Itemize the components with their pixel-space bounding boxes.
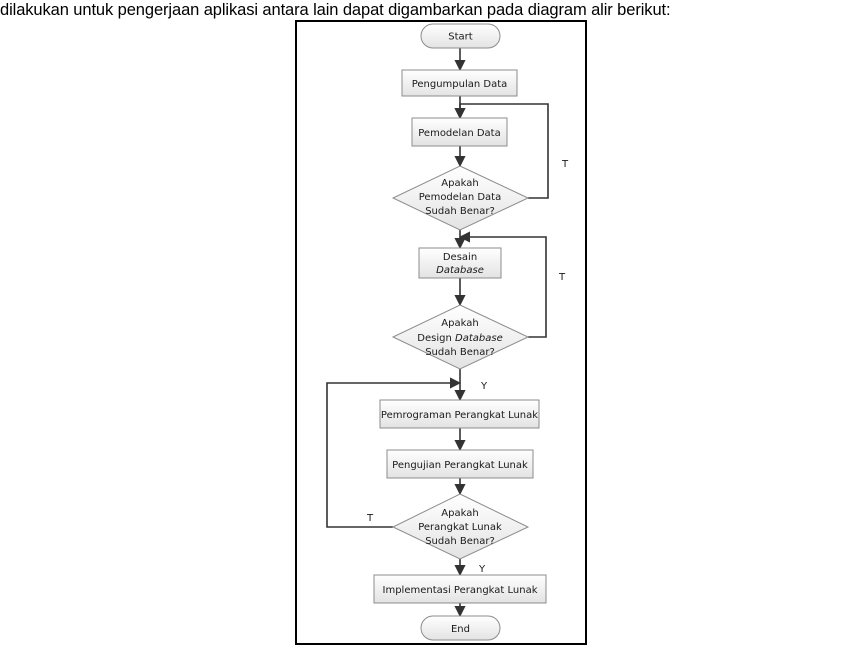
dec2-line2a: Design bbox=[417, 333, 455, 344]
dec1-line2: Pemodelan Data bbox=[419, 192, 502, 203]
process-pemodelan-data: Pemodelan Data bbox=[411, 117, 508, 147]
dec2-line2b: Database bbox=[455, 333, 503, 344]
label-dec2-yes: Y bbox=[480, 381, 488, 392]
pengumpulan-label: Pengumpulan Data bbox=[412, 79, 508, 90]
process-pengumpulan-data: Pengumpulan Data bbox=[401, 69, 518, 97]
process-pemrograman: Pemrograman Perangkat Lunak bbox=[379, 399, 540, 429]
decision-pemodelan: Apakah Pemodelan Data Sudah Benar? bbox=[391, 165, 530, 231]
decision-perangkat-lunak: Apakah Perangkat Lunak Sudah Benar? bbox=[391, 493, 530, 560]
dec2-line2: Design Database bbox=[417, 333, 502, 344]
end-label: End bbox=[451, 624, 470, 635]
start-label: Start bbox=[448, 32, 473, 43]
process-desain-database: Desain Database bbox=[418, 247, 502, 279]
dec3-line3: Sudah Benar? bbox=[425, 536, 495, 547]
label-dec3-yes: Y bbox=[478, 564, 486, 575]
edge-dec1-loop bbox=[454, 103, 549, 199]
end-node: End bbox=[420, 615, 501, 641]
dec2-line3: Sudah Benar? bbox=[425, 347, 495, 358]
process-implementasi: Implementasi Perangkat Lunak bbox=[373, 574, 547, 604]
connectors bbox=[326, 48, 549, 618]
pemrograman-label: Pemrograman Perangkat Lunak bbox=[381, 410, 538, 421]
label-dec2-no: T bbox=[558, 272, 566, 283]
desain-line2: Database bbox=[436, 265, 484, 276]
label-dec1-no: T bbox=[561, 159, 569, 170]
dec1-line1: Apakah bbox=[441, 178, 478, 189]
pengujian-label: Pengujian Perangkat Lunak bbox=[392, 460, 528, 471]
process-pengujian: Pengujian Perangkat Lunak bbox=[386, 449, 534, 479]
dec1-line3: Sudah Benar? bbox=[425, 206, 495, 217]
implementasi-label: Implementasi Perangkat Lunak bbox=[383, 585, 538, 596]
pemodelan-label: Pemodelan Data bbox=[418, 128, 501, 139]
decision-design-database: Apakah Design Database Sudah Benar? bbox=[391, 304, 530, 370]
dec3-line2: Perangkat Lunak bbox=[418, 522, 502, 533]
dec3-line1: Apakah bbox=[441, 508, 478, 519]
edge-dec2-loop bbox=[458, 231, 547, 338]
edge-dec3-loop bbox=[326, 377, 462, 528]
desain-line1: Desain bbox=[443, 252, 477, 263]
caption-text: dilakukan untuk pengerjaan aplikasi anta… bbox=[0, 1, 671, 19]
label-dec3-no: T bbox=[366, 513, 374, 524]
dec2-line1: Apakah bbox=[441, 318, 478, 329]
start-node: Start bbox=[420, 23, 501, 49]
